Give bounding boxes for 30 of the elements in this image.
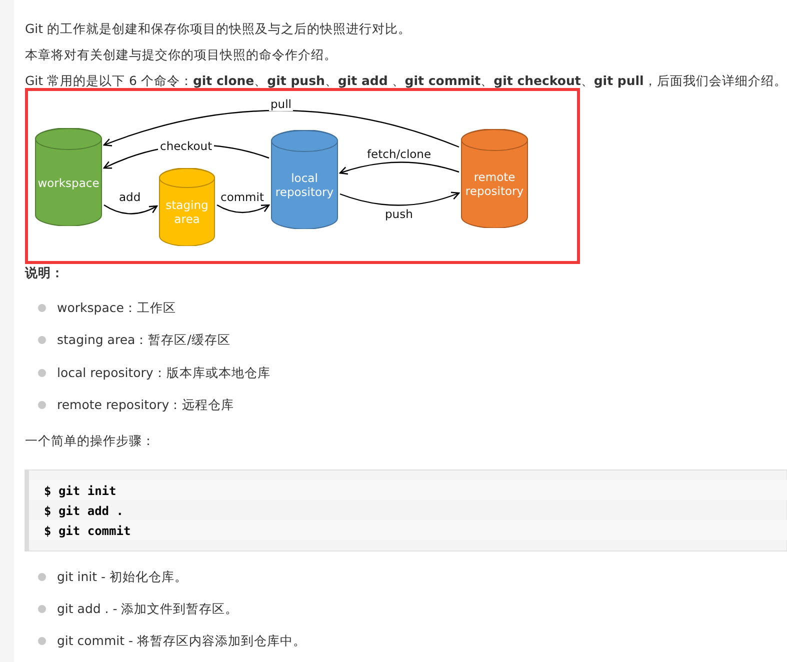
list-item: staging area：暂存区/缓存区 (57, 332, 230, 348)
list-item: git add . - 添加文件到暂存区。 (57, 601, 238, 617)
edge-label: pull (268, 98, 294, 110)
database-cylinder: local repository (271, 130, 338, 229)
code-line: $ git init (44, 483, 116, 499)
section-heading: 说明： (25, 265, 64, 281)
paragraph: Git 的工作就是创建和保存你项目的快照及与之后的快照进行对比。 (25, 21, 412, 37)
paragraph: 一个简单的操作步骤： (25, 433, 155, 449)
edge-label: add (117, 190, 143, 204)
code-line: $ git commit (44, 523, 131, 539)
arrow (340, 192, 460, 206)
list-item: git init - 初始化仓库。 (57, 569, 188, 585)
edge-label: checkout (158, 140, 214, 152)
database-cylinder: workspace (35, 128, 102, 226)
database-cylinder: staging area (159, 168, 215, 246)
list-item: git commit - 将暂存区内容添加到仓库中。 (57, 633, 306, 649)
paragraph: Git 常用的是以下 6 个命令：git clone、git push、git add 、git commit、git checkout、git pull，后面我们会详细介绍。 (25, 73, 787, 89)
edge-label: fetch/clone (365, 148, 434, 160)
list-item: workspace：工作区 (57, 300, 176, 316)
paragraph: 本章将对有关创建与提交你的项目快照的命令作介绍。 (25, 47, 337, 63)
edge-label: commit (218, 190, 266, 204)
arrow (103, 110, 460, 148)
arrow (216, 204, 270, 214)
list-item: remote repository：远程仓库 (57, 397, 234, 413)
database-cylinder: remote repository (461, 129, 528, 228)
edge-label: push (383, 208, 415, 220)
arrow (339, 162, 460, 175)
arrow (104, 204, 158, 214)
list-item: local repository：版本库或本地仓库 (57, 365, 270, 381)
code-line: $ git add . (44, 503, 124, 519)
